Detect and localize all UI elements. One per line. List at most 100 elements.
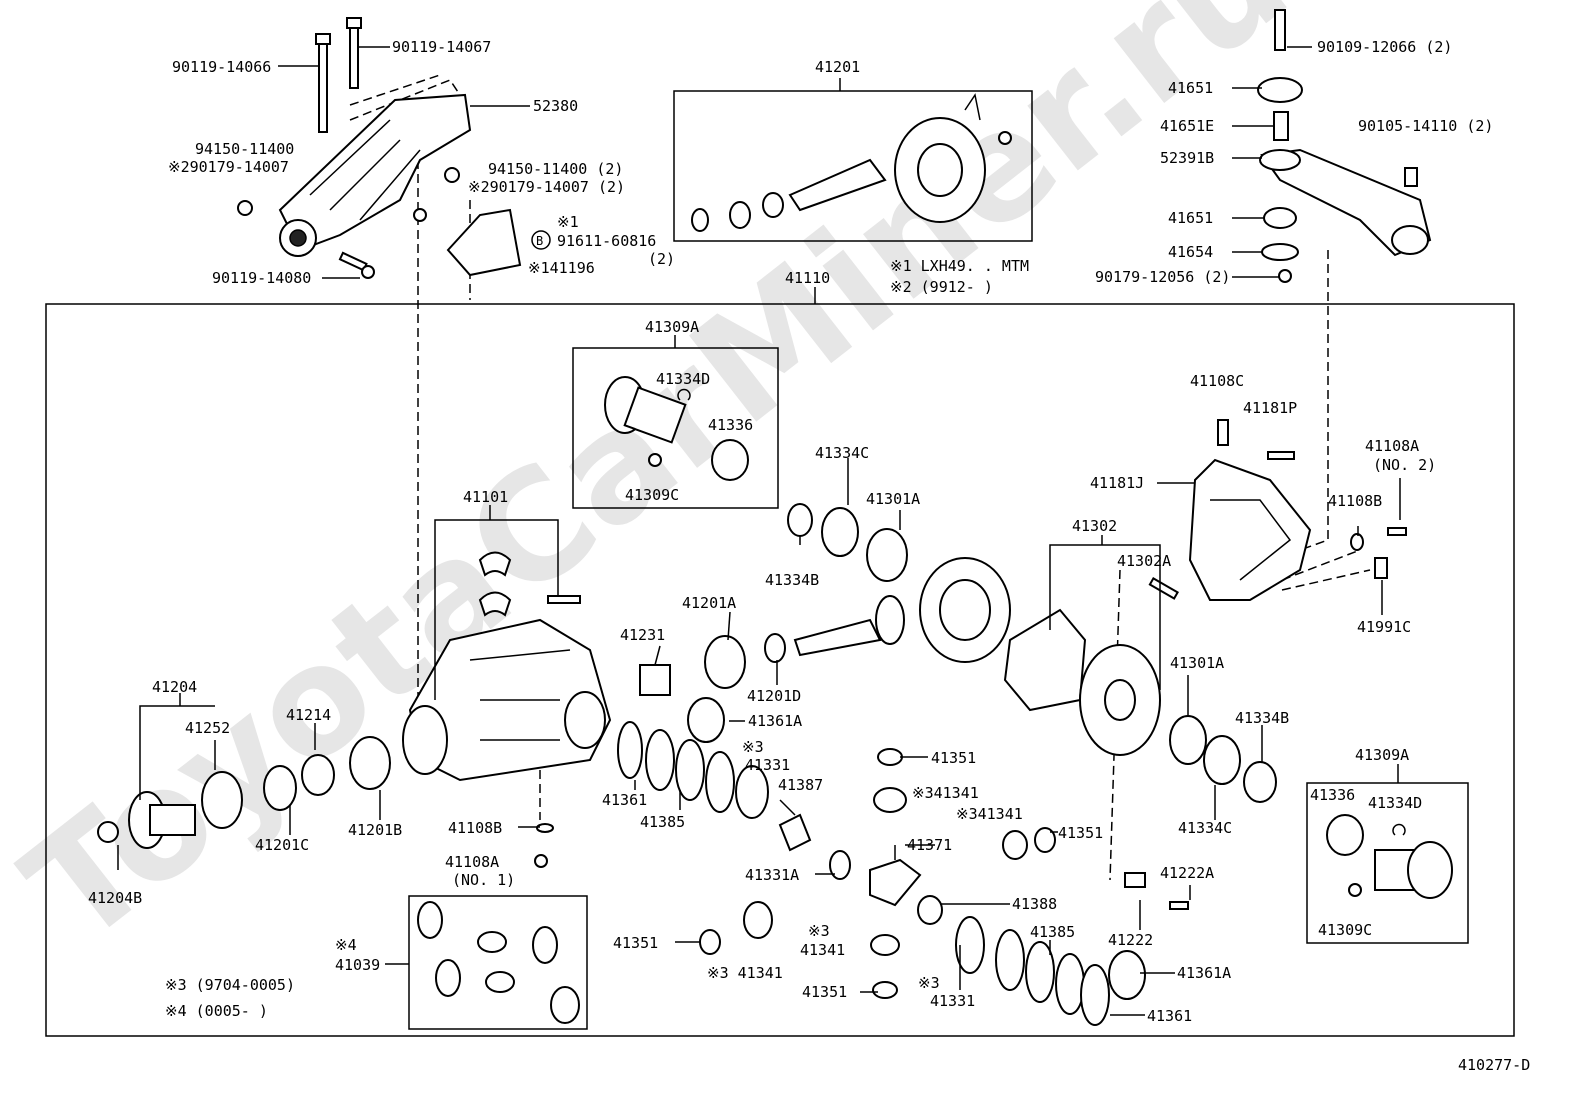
nut-small bbox=[413, 208, 427, 222]
leader-lines bbox=[117, 46, 1401, 1016]
nut-94150-11400 bbox=[237, 200, 253, 216]
label-41334C-top: 41334C bbox=[815, 444, 869, 462]
label-341341-c: ※3 41341 bbox=[707, 964, 783, 982]
label-94150-11400-b: 94150-11400 (2) bbox=[488, 160, 623, 178]
label-41309C-top: 41309C bbox=[625, 486, 679, 504]
ring-gear-41302 bbox=[919, 557, 1161, 756]
label-91611-qty: (2) bbox=[648, 250, 675, 268]
label-41331-mid: 41331 bbox=[745, 756, 790, 774]
label-41231: 41231 bbox=[620, 626, 665, 644]
label-b-marker: B bbox=[536, 234, 543, 248]
bearing-cap-41101 bbox=[478, 551, 581, 617]
ring-pinion-set bbox=[691, 93, 1012, 232]
label-41108C: 41108C bbox=[1190, 372, 1244, 390]
right-bearing-stack bbox=[1148, 577, 1277, 803]
label-note3-c: ※3 bbox=[918, 974, 940, 992]
rear-mount-52391B bbox=[1257, 9, 1432, 283]
label-41651E: 41651E bbox=[1160, 117, 1214, 135]
label-41039: 41039 bbox=[335, 956, 380, 974]
note-2: ※2 (9912- ) bbox=[890, 278, 993, 296]
label-341341-a: ※341341 bbox=[912, 784, 979, 802]
diagram-code: 410277-D bbox=[1458, 1056, 1530, 1074]
label-41204: 41204 bbox=[152, 678, 197, 696]
label-90119-14080: 90119-14080 bbox=[212, 269, 311, 287]
label-41108B-right: 41108B bbox=[1328, 492, 1382, 510]
label-41302A: 41302A bbox=[1117, 552, 1171, 570]
label-90179-12056: 90179-12056 (2) bbox=[1095, 268, 1230, 286]
bolt-90119-14066 bbox=[315, 33, 331, 133]
label-41181J: 41181J bbox=[1090, 474, 1144, 492]
pinion-parts bbox=[639, 503, 908, 743]
label-52391B: 52391B bbox=[1160, 149, 1214, 167]
label-90105-14110: 90105-14110 (2) bbox=[1358, 117, 1493, 135]
label-41334D-top: 41334D bbox=[656, 370, 710, 388]
label-290179-14007-a: ※290179-14007 bbox=[168, 158, 289, 176]
flange-41309A-right bbox=[1326, 814, 1453, 899]
label-90109-12066: 90109-12066 (2) bbox=[1317, 38, 1452, 56]
label-41385-mid: 41385 bbox=[640, 813, 685, 831]
flange-stack-left bbox=[97, 736, 391, 849]
label-41201A: 41201A bbox=[682, 594, 736, 612]
label-90119-14067: 90119-14067 bbox=[392, 38, 491, 56]
note-3: ※3 (9704-0005) bbox=[165, 976, 295, 994]
bolt-90119-14080 bbox=[338, 251, 375, 279]
label-41331-low: 41331 bbox=[930, 992, 975, 1010]
nut-94150-11400-b bbox=[444, 167, 460, 183]
bracket-141196 bbox=[446, 208, 522, 277]
label-41651-b: 41651 bbox=[1168, 209, 1213, 227]
label-41371: 41371 bbox=[907, 836, 952, 854]
label-41108A-top-no: (NO. 2) bbox=[1373, 456, 1436, 474]
box-41039 bbox=[408, 895, 588, 1030]
box-41201 bbox=[673, 90, 1033, 242]
circle-b-marker bbox=[531, 230, 551, 250]
guide-line-8 bbox=[349, 74, 461, 121]
guide-line-7 bbox=[1281, 569, 1371, 591]
label-41181P: 41181P bbox=[1243, 399, 1297, 417]
bolt-90119-14067 bbox=[346, 17, 362, 89]
label-41302: 41302 bbox=[1072, 517, 1117, 535]
label-290179-14007-b: ※290179-14007 (2) bbox=[468, 178, 625, 196]
label-note3-b: ※3 bbox=[808, 922, 830, 940]
gear-set-41039 bbox=[417, 901, 580, 1024]
label-41334B-right: 41334B bbox=[1235, 709, 1289, 727]
label-41108A-bottom: 41108A bbox=[445, 853, 499, 871]
label-41252: 41252 bbox=[185, 719, 230, 737]
label-52380: 52380 bbox=[533, 97, 578, 115]
label-41387: 41387 bbox=[778, 776, 823, 794]
label-41334C-right: 41334C bbox=[1178, 819, 1232, 837]
label-41341-d: 41341 bbox=[800, 941, 845, 959]
label-41108A-top: 41108A bbox=[1365, 437, 1419, 455]
guide-line-3 bbox=[1299, 250, 1329, 551]
label-41361-mid: 41361 bbox=[602, 791, 647, 809]
label-41651-a: 41651 bbox=[1168, 79, 1213, 97]
label-41201C: 41201C bbox=[255, 836, 309, 854]
label-41201B: 41201B bbox=[348, 821, 402, 839]
label-41351-a: 41351 bbox=[931, 749, 976, 767]
differential-gears bbox=[534, 748, 1189, 999]
lsd-clutch-pack-lower bbox=[955, 916, 1146, 1026]
carrier-housing-41110 bbox=[402, 618, 612, 782]
label-41351-d: 41351 bbox=[802, 983, 847, 1001]
label-41361A-low: 41361A bbox=[1177, 964, 1231, 982]
label-41222A: 41222A bbox=[1160, 864, 1214, 882]
main-assembly-frame bbox=[45, 303, 1515, 1037]
label-41108A-bottom-no: (NO. 1) bbox=[452, 871, 515, 889]
cover-41181J bbox=[1188, 419, 1407, 601]
label-41201D: 41201D bbox=[747, 687, 801, 705]
label-341341-b: ※341341 bbox=[956, 805, 1023, 823]
box-41309A-right bbox=[1306, 782, 1469, 944]
note-4: ※4 (0005- ) bbox=[165, 1002, 268, 1020]
label-41108B-bottom: 41108B bbox=[448, 819, 502, 837]
label-note1-marker: ※1 bbox=[557, 213, 579, 231]
part-labels: 90119-14066 90119-14067 52380 94150-1140… bbox=[88, 38, 1530, 1074]
note-1: ※1 LXH49. . MTM bbox=[890, 257, 1029, 275]
label-41301A-right: 41301A bbox=[1170, 654, 1224, 672]
label-41301A-top: 41301A bbox=[866, 490, 920, 508]
label-41101: 41101 bbox=[463, 488, 508, 506]
label-41309C-right: 41309C bbox=[1318, 921, 1372, 939]
label-note3-a: ※3 bbox=[742, 738, 764, 756]
label-note4-a: ※4 bbox=[335, 936, 357, 954]
label-41309A-top: 41309A bbox=[645, 318, 699, 336]
